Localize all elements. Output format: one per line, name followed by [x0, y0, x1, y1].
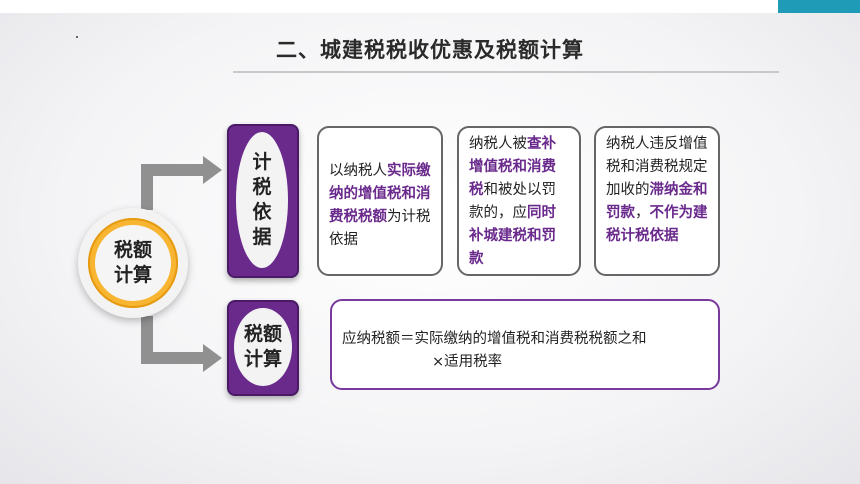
decorative-dot [76, 36, 78, 38]
center-label-line1: 税额 [113, 239, 152, 261]
center-circle: 税额 计算 [95, 225, 171, 301]
calc-oval: 税额 计算 [234, 308, 292, 386]
card-2-seg-1: 纳税人被 [469, 136, 527, 152]
basis-char-1: 计 [252, 151, 272, 173]
card-1-seg-3: 为计税依据 [329, 209, 431, 248]
arrow-to-calc [141, 316, 205, 364]
formula-line-1: 应纳税额＝实际缴纳的增值税和消费税税额之和 [342, 331, 647, 347]
card-3-seg-2: 滞纳金和罚款 [606, 182, 708, 221]
card-1-seg-1: 以纳税人 [329, 163, 387, 179]
title-underline [233, 71, 779, 73]
card-3-seg-1: 纳税人违反增值税和消费税规定加收的 [606, 136, 708, 198]
info-card-3: 纳税人违反增值税和消费税规定加收的滞纳金和罚款，不作为建税计税依据 [594, 126, 720, 276]
basis-char-2: 税 [252, 176, 272, 198]
card-3-seg-4: 不作为建税计税依据 [606, 205, 708, 244]
arrow-head-calc [203, 344, 222, 372]
arrow-to-basis [141, 164, 205, 210]
info-card-1: 以纳税人实际缴纳的增值税和消费税税额为计税依据 [317, 126, 443, 276]
calc-label-line2: 计算 [243, 348, 282, 370]
basis-char-4: 据 [252, 226, 272, 248]
arrow-head-basis [203, 156, 222, 184]
top-accent-bar [778, 0, 860, 13]
card-3-seg-3: ， [635, 205, 650, 221]
basis-char-3: 依 [252, 201, 272, 223]
card-2-seg-4: 同时补城建税和罚款 [469, 205, 556, 267]
calc-label-line1: 税额 [243, 323, 282, 345]
slide-title: 二、城建税税收优惠及税额计算 [276, 38, 584, 62]
center-label: 税额 计算 [103, 238, 163, 288]
card-2-seg-2: 查补增值税和消费税 [469, 136, 556, 198]
card-1-seg-2: 实际缴纳的增值税和消费税税额 [329, 163, 431, 225]
top-bar [0, 0, 860, 13]
calc-label: 税额 计算 [244, 322, 282, 372]
card-2-seg-3: 和被处以罚款的，应 [469, 182, 556, 221]
info-card-2: 纳税人被查补增值税和消费税和被处以罚款的，应同时补城建税和罚款 [457, 126, 581, 276]
formula-line-2: ×适用税率 [432, 354, 503, 370]
basis-oval: 计 税 依 据 [236, 132, 288, 268]
basis-label: 计 税 依 据 [252, 150, 271, 250]
formula-card: 应纳税额＝实际缴纳的增值税和消费税税额之和 ×适用税率 [330, 299, 720, 390]
center-label-line2: 计算 [113, 264, 152, 286]
